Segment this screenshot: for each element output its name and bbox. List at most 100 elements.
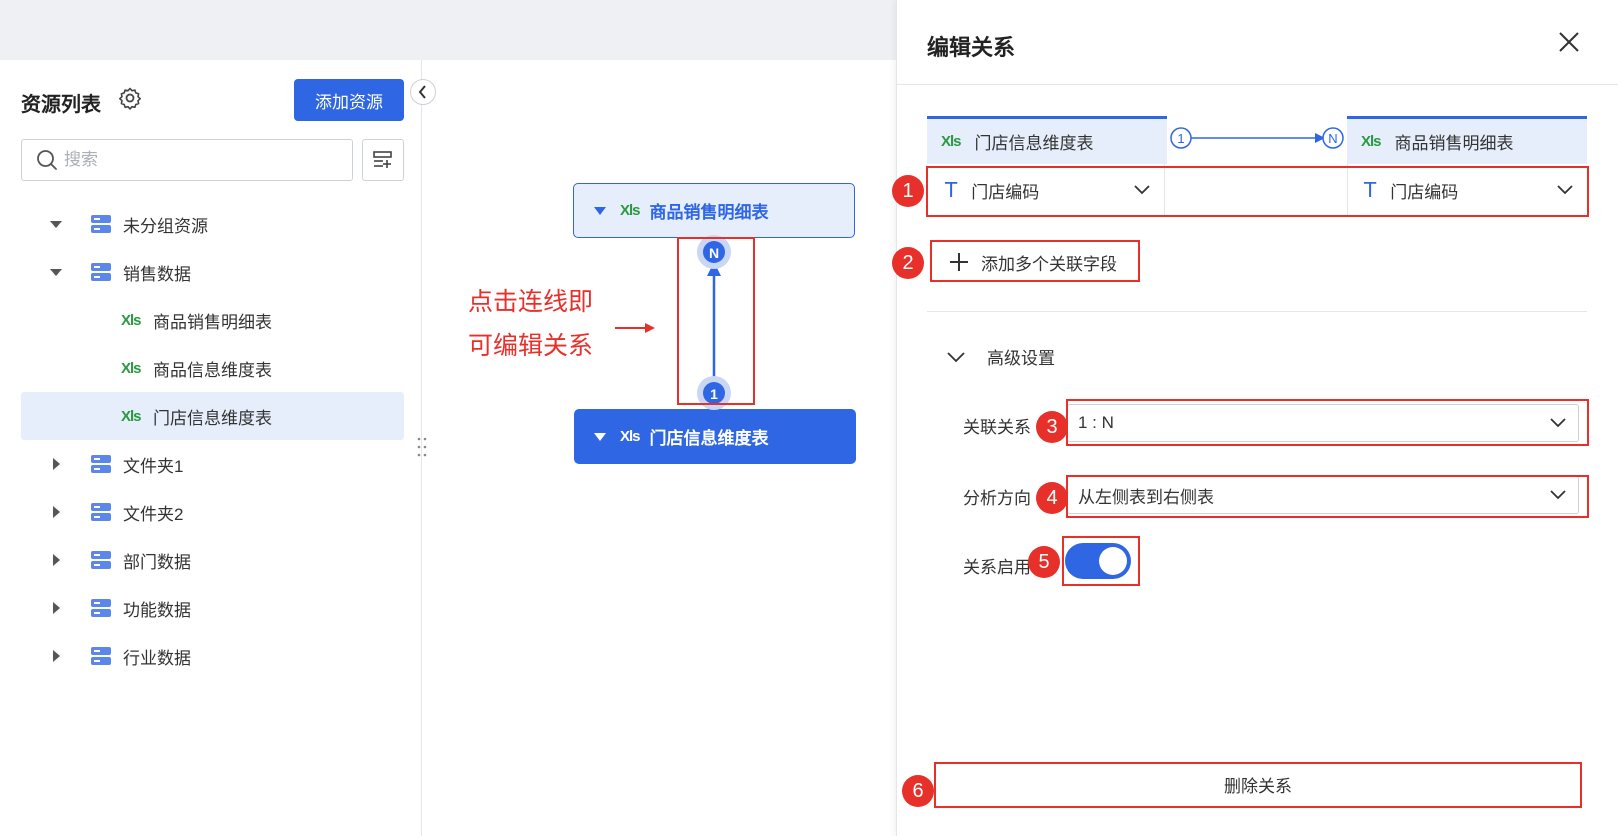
caret-right-icon[interactable] bbox=[49, 553, 63, 567]
annotation-line-1: 点击连线即 bbox=[468, 288, 594, 316]
chevron-down-icon bbox=[947, 351, 965, 362]
left-table-header: Xls 门店信息维度表 bbox=[927, 116, 1167, 164]
annotation-arrowhead bbox=[645, 323, 655, 333]
text-type-icon: T bbox=[945, 178, 958, 202]
cardinality-n-circle bbox=[1322, 127, 1344, 149]
annotation-text: 点击连线即 可编辑关系 bbox=[468, 280, 593, 368]
endpoint-n-marker[interactable] bbox=[703, 241, 725, 263]
enable-toggle[interactable] bbox=[1065, 543, 1131, 579]
right-field-select[interactable]: T 门店编码 bbox=[1347, 164, 1587, 216]
caret-right-icon[interactable] bbox=[49, 649, 63, 663]
node-label: 门店信息维度表 bbox=[649, 429, 769, 448]
resource-tree: 未分组资源 销售数据 Xls 商品销售明细表 Xls 商品信息维度表 Xls 门… bbox=[21, 200, 404, 680]
cardinality-1-circle bbox=[1170, 127, 1192, 149]
add-group-button[interactable] bbox=[362, 139, 404, 181]
add-resource-button[interactable]: 添加资源 bbox=[294, 79, 404, 121]
search-icon bbox=[37, 150, 57, 170]
divider bbox=[927, 311, 1587, 312]
chevron-down-icon bbox=[1557, 185, 1573, 195]
plus-icon bbox=[950, 253, 968, 271]
endpoint-1-label: 1 bbox=[710, 386, 718, 402]
tree-item-sales-detail[interactable]: Xls 商品销售明细表 bbox=[21, 296, 404, 344]
tree-item-product-dim[interactable]: Xls 商品信息维度表 bbox=[21, 344, 404, 392]
xls-icon: Xls bbox=[620, 202, 640, 219]
relation-value: 1 : N bbox=[1078, 413, 1114, 432]
annotation-line-2: 可编辑关系 bbox=[468, 332, 594, 360]
caret-down-icon[interactable] bbox=[594, 432, 606, 442]
resource-sidebar: 资源列表 添加资源 未分组资源 销售数据 bbox=[0, 60, 422, 836]
database-folder-icon bbox=[91, 263, 111, 281]
direction-label: 分析方向 bbox=[963, 489, 1031, 508]
search-input[interactable] bbox=[64, 150, 324, 170]
xls-icon: Xls bbox=[121, 311, 141, 329]
node-label: 商品销售明细表 bbox=[649, 203, 769, 222]
group-add-icon bbox=[373, 151, 392, 168]
caret-right-icon[interactable] bbox=[49, 601, 63, 615]
add-join-fields-button[interactable]: 添加多个关联字段 bbox=[933, 244, 1117, 280]
caret-down-icon[interactable] bbox=[49, 265, 63, 279]
chevron-down-icon bbox=[1134, 185, 1150, 195]
cardinality-connector: 1 N bbox=[1167, 116, 1347, 164]
caret-down-icon[interactable] bbox=[594, 206, 606, 216]
relation-label: 关联关系 bbox=[963, 418, 1031, 437]
sidebar-title: 资源列表 bbox=[21, 94, 101, 116]
caret-right-icon[interactable] bbox=[49, 457, 63, 471]
chevron-down-icon bbox=[1550, 418, 1566, 428]
chevron-left-icon bbox=[418, 85, 426, 99]
text-type-icon: T bbox=[1364, 178, 1377, 202]
tree-item-label: 销售数据 bbox=[123, 264, 191, 284]
endpoint-1-marker[interactable] bbox=[703, 382, 725, 404]
step-badge-5: 5 bbox=[1028, 546, 1060, 578]
step-badge-1: 1 bbox=[892, 175, 924, 207]
right-table-name: 商品销售明细表 bbox=[1394, 134, 1514, 153]
relation-line-layer: N 1 bbox=[615, 235, 755, 410]
cardinality-left: 1 bbox=[1177, 131, 1184, 146]
xls-icon: Xls bbox=[121, 359, 141, 377]
canvas-node-store-dim[interactable]: Xls 门店信息维度表 bbox=[574, 409, 856, 464]
tree-item-function-data[interactable]: 功能数据 bbox=[21, 584, 404, 632]
settings-gear-icon[interactable] bbox=[118, 86, 142, 110]
database-folder-icon bbox=[91, 503, 111, 521]
resize-handle-icon[interactable] bbox=[417, 436, 427, 458]
canvas-node-sales-detail[interactable]: Xls 商品销售明细表 bbox=[573, 183, 855, 238]
tree-item-label: 部门数据 bbox=[123, 552, 191, 572]
step-badge-6: 6 bbox=[902, 775, 934, 807]
close-icon[interactable] bbox=[1557, 30, 1581, 54]
tree-item-folder2[interactable]: 文件夹2 bbox=[21, 488, 404, 536]
tree-item-label: 未分组资源 bbox=[123, 216, 208, 236]
cardinality-arrow: 1 N bbox=[1170, 127, 1344, 149]
collapse-sidebar-button[interactable] bbox=[410, 79, 436, 105]
advanced-settings-label: 高级设置 bbox=[987, 349, 1055, 368]
tree-item-dept-data[interactable]: 部门数据 bbox=[21, 536, 404, 584]
left-field-select[interactable]: T 门店编码 bbox=[929, 164, 1165, 216]
tree-item-label: 行业数据 bbox=[123, 648, 191, 668]
tree-item-sales-data[interactable]: 销售数据 bbox=[21, 248, 404, 296]
tree-item-industry-data[interactable]: 行业数据 bbox=[21, 632, 404, 680]
left-table-name: 门店信息维度表 bbox=[974, 134, 1094, 153]
delete-relation-button[interactable]: 删除关系 bbox=[1224, 776, 1292, 796]
database-folder-icon bbox=[91, 455, 111, 473]
relation-select[interactable]: 1 : N bbox=[1067, 404, 1579, 442]
left-field-value: 门店编码 bbox=[971, 182, 1040, 202]
toggle-knob bbox=[1099, 547, 1127, 575]
xls-icon: Xls bbox=[620, 428, 640, 445]
xls-icon: Xls bbox=[941, 133, 961, 150]
search-box bbox=[21, 139, 353, 181]
xls-icon: Xls bbox=[121, 407, 141, 425]
tree-item-ungrouped[interactable]: 未分组资源 bbox=[21, 200, 404, 248]
edit-relation-panel: 编辑关系 Xls 门店信息维度表 1 N Xls 商品销售明细表 T 门店编码 … bbox=[896, 0, 1618, 836]
annotation-box-line bbox=[677, 237, 755, 405]
database-folder-icon bbox=[91, 599, 111, 617]
direction-select[interactable]: 从左侧表到右侧表 bbox=[1067, 476, 1579, 514]
tree-item-folder1[interactable]: 文件夹1 bbox=[21, 440, 404, 488]
tree-item-store-dim[interactable]: Xls 门店信息维度表 bbox=[21, 392, 404, 440]
add-join-fields-label: 添加多个关联字段 bbox=[981, 254, 1117, 274]
endpoint-n-label: N bbox=[709, 245, 719, 261]
caret-down-icon[interactable] bbox=[49, 217, 63, 231]
caret-right-icon[interactable] bbox=[49, 505, 63, 519]
database-folder-icon bbox=[91, 647, 111, 665]
advanced-settings-toggle[interactable]: 高级设置 bbox=[947, 344, 1055, 369]
tree-item-label: 文件夹1 bbox=[123, 456, 184, 476]
tree-item-label: 功能数据 bbox=[123, 600, 191, 620]
step-badge-4: 4 bbox=[1036, 482, 1068, 514]
